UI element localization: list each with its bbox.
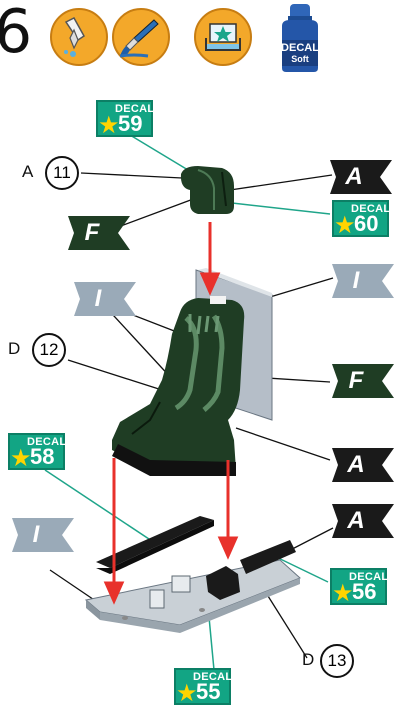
bottle-label-soft: Soft [291,54,309,64]
color-flag-i: I [12,518,74,552]
decal-label: DECAL [349,571,389,583]
flag-letter: A [347,451,365,478]
decal-label: DECAL [193,671,233,683]
flag-letter: A [347,507,365,534]
part-sprue: D [8,339,21,358]
star-icon: ★ [176,680,198,707]
color-flag-f: F [332,364,394,398]
part-sprue: A [22,162,34,181]
decal-softener-bottle-icon: DECAL Soft [276,2,324,72]
decal-number: 59 [118,111,143,136]
color-flag-f: F [68,216,130,250]
flag-letter: F [348,367,364,394]
decal-badge: ★ DECAL 56 [330,568,389,607]
decal-label: DECAL [351,203,391,215]
star-icon: ★ [334,212,356,239]
color-flag-i: I [332,264,394,298]
decal-label: DECAL [27,436,67,448]
color-flag-i: I [74,282,136,316]
bottle-label-decal: DECAL [281,42,319,54]
seat-part [112,296,245,476]
decal-water-tray-icon [194,8,252,66]
step-number: 6 [0,0,33,67]
flag-letter: F [84,219,100,246]
decal-number: 55 [196,679,221,704]
star-icon: ★ [10,445,32,472]
flag-letter: I [352,267,360,294]
flag-letter: I [32,521,40,548]
decal-badge: ★ DECAL 58 [8,433,67,472]
decal-badge: ★ DECAL 59 [96,100,155,139]
decal-badge: ★ DECAL 55 [174,668,233,707]
part-sprue: D [302,650,315,669]
part-number: 13 [320,644,354,678]
star-icon: ★ [332,580,354,607]
star-icon: ★ [98,112,120,139]
headrest-part [180,166,234,214]
decal-label: DECAL [115,103,155,115]
decal-number: 56 [352,579,377,604]
part-number: 11 [45,156,79,190]
paint-brush-icon [112,8,170,66]
flag-letter: I [94,285,102,312]
floor-plate-part [84,540,301,633]
flag-letter: A [345,163,363,190]
color-flag-a: A [332,448,394,482]
part-number: 12 [32,333,66,367]
color-flag-a: A [330,160,392,194]
color-flag-a: A [332,504,394,538]
decal-number: 58 [30,444,55,469]
decal-number: 60 [354,211,379,236]
decal-badge: ★ DECAL 60 [332,200,391,239]
glue-dropper-icon [50,8,108,66]
